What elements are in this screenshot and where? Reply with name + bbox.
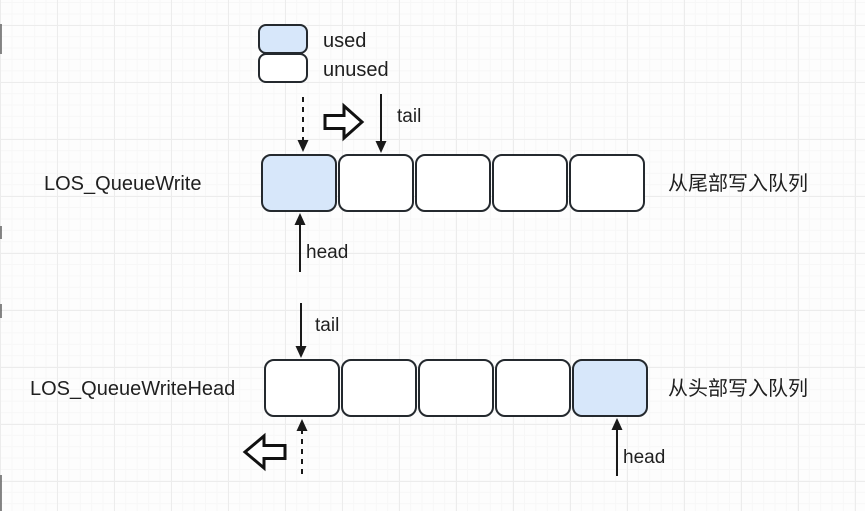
queue2-tail-label: tail (315, 315, 340, 336)
block-arrow-right-icon (323, 102, 365, 142)
legend-unused-label: unused (323, 59, 389, 81)
queue1-cell-3 (415, 154, 491, 212)
queue2-cells (264, 359, 648, 417)
legend-used-label: used (323, 30, 367, 52)
queue1-tail-label: tail (397, 106, 422, 127)
queue1-name: LOS_QueueWrite (44, 173, 202, 195)
queue2-cell-2 (341, 359, 417, 417)
queue1-description: 从尾部写入队列 (668, 173, 808, 195)
legend-unused-swatch (258, 53, 308, 83)
queue1-dashed-insert-arrow (297, 97, 309, 152)
queue1-head-arrow (294, 213, 306, 272)
legend-used-swatch (258, 24, 308, 54)
queue1-cell-4 (492, 154, 568, 212)
queue1-cell-2 (338, 154, 414, 212)
queue2-name: LOS_QueueWriteHead (30, 378, 236, 400)
queue2-head-arrow (611, 418, 623, 476)
queue2-dashed-insert-arrow (296, 419, 308, 474)
left-edge-artifact (0, 304, 2, 318)
queue2-cell-5 (572, 359, 648, 417)
left-edge-artifact (0, 226, 2, 239)
queue2-description: 从头部写入队列 (668, 378, 808, 400)
queue1-cells (261, 154, 645, 212)
queue1-cell-1 (261, 154, 337, 212)
block-arrow-left-icon (242, 432, 287, 472)
queue2-head-label: head (623, 447, 666, 468)
queue2-cell-1 (264, 359, 340, 417)
queue2-tail-arrow (295, 303, 307, 358)
queue1-head-label: head (306, 242, 349, 263)
queue2-cell-3 (418, 359, 494, 417)
queue1-tail-arrow (375, 94, 387, 153)
left-edge-artifact (0, 24, 2, 54)
queue2-cell-4 (495, 359, 571, 417)
left-edge-artifact (0, 475, 2, 511)
queue1-cell-5 (569, 154, 645, 212)
